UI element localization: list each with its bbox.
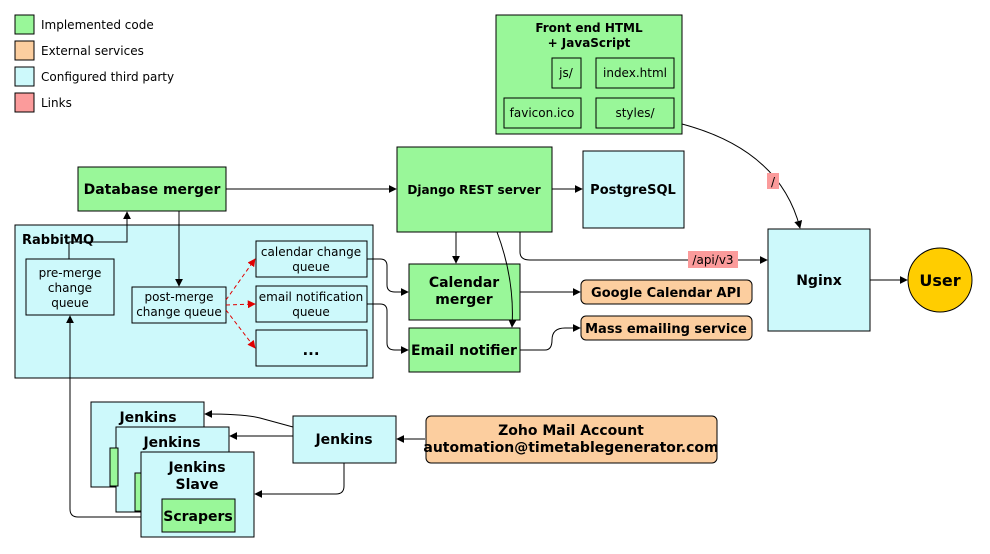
arrow-django-nginx	[519, 232, 768, 264]
database-merger-label: Database merger	[84, 182, 221, 198]
favicon-box	[503, 97, 582, 129]
postgresql-label: PostgreSQL	[590, 183, 676, 198]
rabbitmq-label: RabbitMQ	[22, 233, 94, 248]
email-queue-line2: queue	[292, 305, 330, 319]
more-queues-label: ...	[302, 341, 319, 359]
calendar-merger-line2: merger	[435, 292, 493, 308]
calendar-queue-line1: calendar change	[261, 245, 361, 259]
calendar-merger-line1: Calendar	[429, 275, 499, 291]
mass-email-label: Mass emailing service	[585, 322, 747, 337]
arrow-frontend-nginx	[681, 123, 803, 229]
pre-merge-queue-line1: pre-merge	[39, 266, 102, 280]
frontend-group: Front end HTML + JavaScript js/ index.ht…	[495, 14, 683, 135]
frontend-title-line2: + JavaScript	[548, 36, 631, 50]
calendar-queue-box	[255, 240, 368, 278]
legend: Implemented code External services Confi…	[14, 14, 174, 113]
user-circle	[907, 247, 973, 313]
google-calendar-label: Google Calendar API	[591, 286, 741, 301]
pre-merge-queue-line2: change	[48, 281, 92, 295]
connectors	[66, 123, 908, 518]
scrapers-peek-back	[109, 447, 119, 487]
legend-label-configured: Configured third party	[41, 70, 174, 84]
jenkins-mid-label: Jenkins	[142, 435, 200, 451]
legend-label-implemented: Implemented code	[41, 18, 154, 32]
arrow-django-emailnotifier	[496, 231, 517, 328]
arrow-scrapers-premerge	[66, 315, 141, 518]
arrow-jenkins-slave	[254, 463, 345, 498]
nginx-label: Nginx	[796, 273, 842, 289]
link-root-label[interactable]: /	[771, 175, 776, 189]
link-root-badge	[767, 173, 779, 189]
nginx-box	[767, 228, 871, 332]
post-merge-queue-line1: post-merge	[144, 290, 213, 304]
legend-swatch-external	[14, 40, 35, 61]
jenkins-slave-line1: Jenkins	[167, 460, 225, 476]
post-merge-queue-line2: change queue	[136, 305, 222, 319]
zoho-mail-line2: automation@timetablegenerator.com	[423, 440, 718, 456]
dashed-connectors	[225, 258, 256, 349]
email-queue-line1: email notification	[259, 290, 363, 304]
arrow-emailqueue-emailnotifier	[367, 303, 409, 354]
pre-merge-queue-box	[25, 258, 115, 316]
legend-label-links: Links	[41, 96, 72, 110]
styles-folder-box	[595, 97, 675, 129]
database-merger-box	[77, 166, 227, 212]
dashed-arrow-calqueue	[225, 258, 256, 301]
django-server-box	[396, 146, 553, 233]
user-label: User	[919, 271, 960, 290]
more-queues-box	[255, 329, 368, 367]
email-queue-box	[255, 285, 368, 323]
postgresql-box	[582, 150, 685, 229]
index-html-label: index.html	[603, 66, 667, 80]
jenkins-slave-line2: Slave	[176, 477, 219, 493]
rabbitmq-group: RabbitMQ pre-merge change queue post-mer…	[14, 224, 374, 379]
jenkins-master-label: Jenkins	[314, 432, 372, 448]
zoho-mail-box	[425, 415, 718, 464]
link-api-label[interactable]: /api/v3	[692, 253, 733, 267]
email-notifier-box	[408, 327, 521, 373]
js-folder-box	[551, 57, 582, 89]
styles-folder-label: styles/	[615, 106, 655, 120]
django-server-label: Django REST server	[407, 183, 540, 197]
legend-swatch-implemented	[14, 14, 35, 35]
arrow-premerge-dbmerger	[68, 211, 131, 259]
dashed-arrow-morequeue	[225, 309, 256, 349]
calendar-queue-line2: queue	[292, 260, 330, 274]
jenkins-back-label: Jenkins	[118, 410, 176, 426]
legend-swatch-configured	[14, 66, 35, 87]
favicon-label: favicon.ico	[510, 106, 575, 120]
scrapers-box	[161, 498, 236, 533]
frontend-title-line1: Front end HTML	[535, 21, 643, 35]
mass-email-box	[580, 315, 753, 341]
jenkins-master-box	[292, 415, 397, 464]
arrow-emailnotifier-massemail	[520, 324, 581, 351]
zoho-mail-line1: Zoho Mail Account	[498, 423, 644, 439]
index-html-box	[595, 57, 675, 89]
post-merge-queue-box	[131, 286, 227, 324]
legend-label-external: External services	[41, 44, 144, 58]
email-notifier-label: Email notifier	[411, 343, 517, 359]
scrapers-label: Scrapers	[163, 509, 233, 525]
legend-swatch-links	[14, 92, 35, 113]
dashed-arrow-emailqueue	[225, 300, 256, 309]
google-calendar-box	[580, 279, 753, 305]
arrow-jenkins-back	[204, 410, 294, 428]
arrow-calqueue-calmerger	[367, 258, 409, 296]
calendar-merger-box	[408, 263, 521, 321]
js-folder-label: js/	[558, 66, 574, 80]
link-api-badge	[688, 251, 738, 268]
pre-merge-queue-line3: queue	[51, 296, 89, 310]
